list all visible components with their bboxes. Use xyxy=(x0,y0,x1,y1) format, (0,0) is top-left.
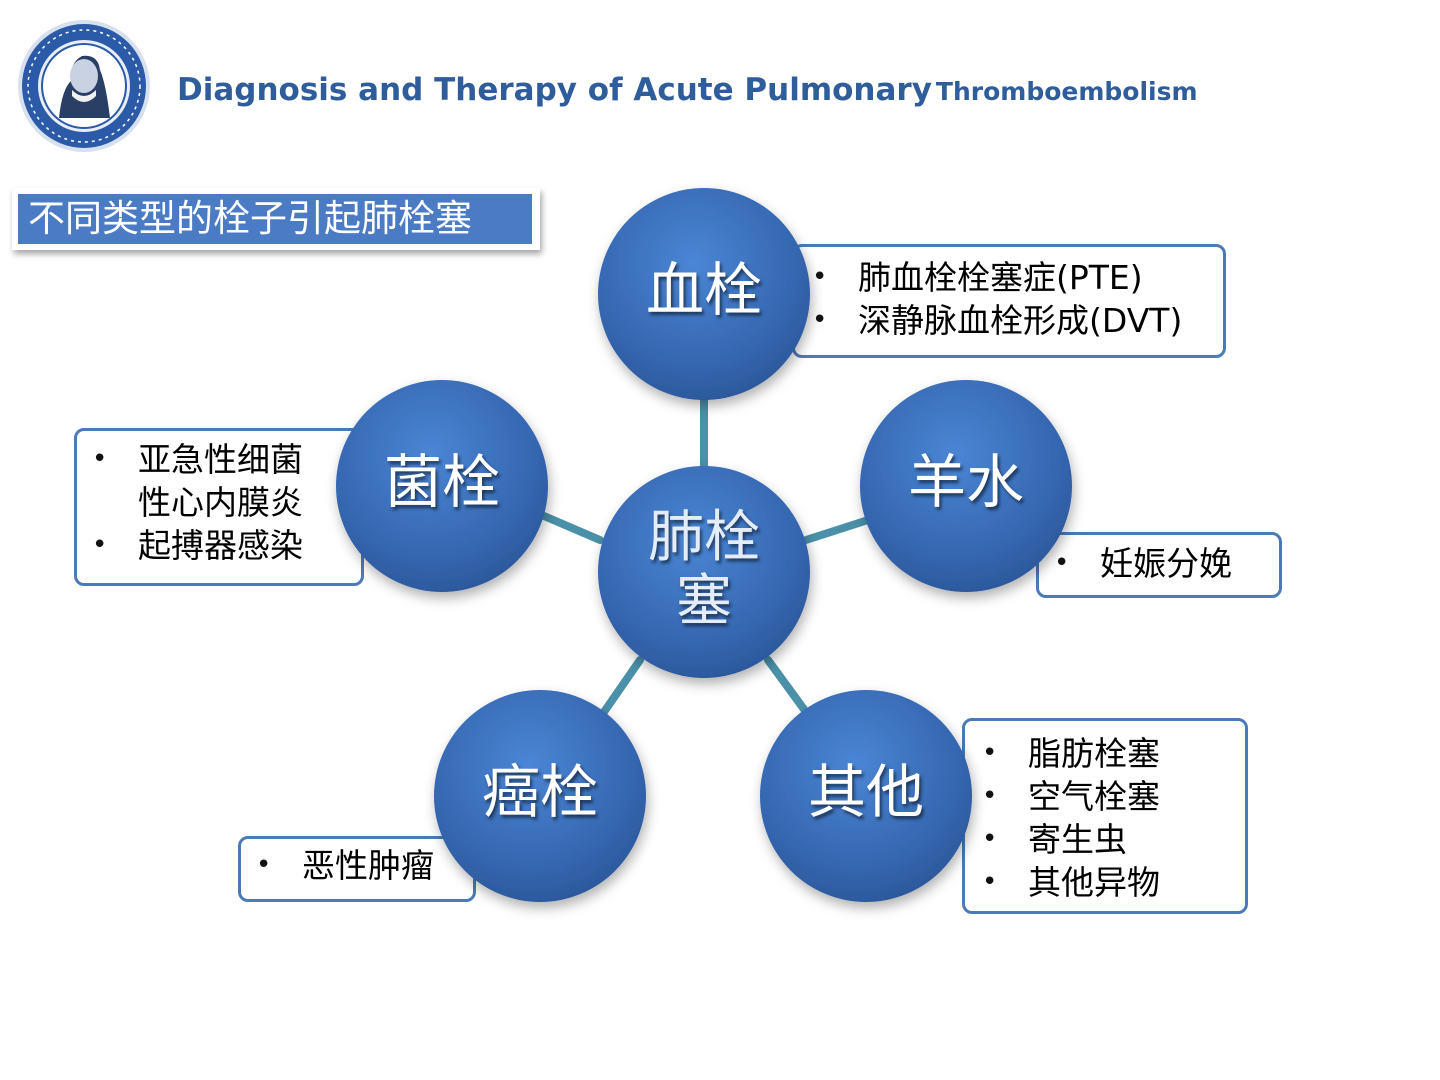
hospital-seal-icon xyxy=(18,20,150,152)
box-junshuan-content: •亚急性细菌性心内膜炎 •起搏器感染 xyxy=(92,438,303,567)
connector-junshuan xyxy=(540,512,604,544)
list-item: •亚急性细菌性心内膜炎 xyxy=(92,440,303,522)
circle-xueshuan xyxy=(598,188,810,400)
node-label-qita: 其他 xyxy=(807,758,924,826)
subtitle-text: 不同类型的栓子引起肺栓塞 xyxy=(18,194,532,244)
page-title: Diagnosis and Therapy of Acute Pulmonary… xyxy=(177,72,1198,116)
list-item: •起搏器感染 xyxy=(92,526,303,565)
center-label: 肺栓 塞 xyxy=(604,506,804,634)
node-label-yangshui: 羊水 xyxy=(907,448,1024,516)
list-item: •寄生虫 xyxy=(982,820,1127,859)
circle-aishuan xyxy=(434,690,646,902)
connector-aishuan xyxy=(600,656,644,716)
title-sub: Thromboembolism xyxy=(935,77,1198,106)
box-qita-content: •脂肪栓塞 •空气栓塞 •寄生虫 •其他异物 xyxy=(982,732,1160,904)
circle-qita xyxy=(760,690,972,902)
node-label-aishuan: 癌栓 xyxy=(481,758,598,826)
box-xueshuan-content: •肺血栓栓塞症(PTE) •深静脉血栓形成(DVT) xyxy=(812,256,1182,342)
list-item: •妊娠分娩 xyxy=(1054,544,1232,583)
circle-yangshui xyxy=(860,380,1072,592)
box-aishuan-content: •恶性肿瘤 xyxy=(256,844,434,887)
node-label-xueshuan: 血栓 xyxy=(645,256,762,324)
list-item: •深静脉血栓形成(DVT) xyxy=(812,301,1183,340)
circle-junshuan xyxy=(336,380,548,592)
circle-center xyxy=(598,466,810,678)
title-main: Diagnosis and Therapy of Acute Pulmonary xyxy=(177,72,932,108)
node-label-junshuan: 菌栓 xyxy=(383,448,500,516)
center-label-line1: 肺栓 xyxy=(648,505,760,570)
connector-qita xyxy=(764,656,810,716)
connector-yangshui xyxy=(802,516,872,544)
list-item: •脂肪栓塞 xyxy=(982,734,1160,773)
list-item: •恶性肿瘤 xyxy=(256,846,434,885)
connectors xyxy=(540,396,872,716)
center-label-line2: 塞 xyxy=(676,569,732,634)
list-item: •肺血栓栓塞症(PTE) xyxy=(812,258,1143,297)
box-yangshui-content: •妊娠分娩 xyxy=(1054,542,1232,585)
list-item: •空气栓塞 xyxy=(982,777,1160,816)
subtitle-banner: 不同类型的栓子引起肺栓塞 xyxy=(12,188,540,250)
list-item: •其他异物 xyxy=(982,863,1160,902)
